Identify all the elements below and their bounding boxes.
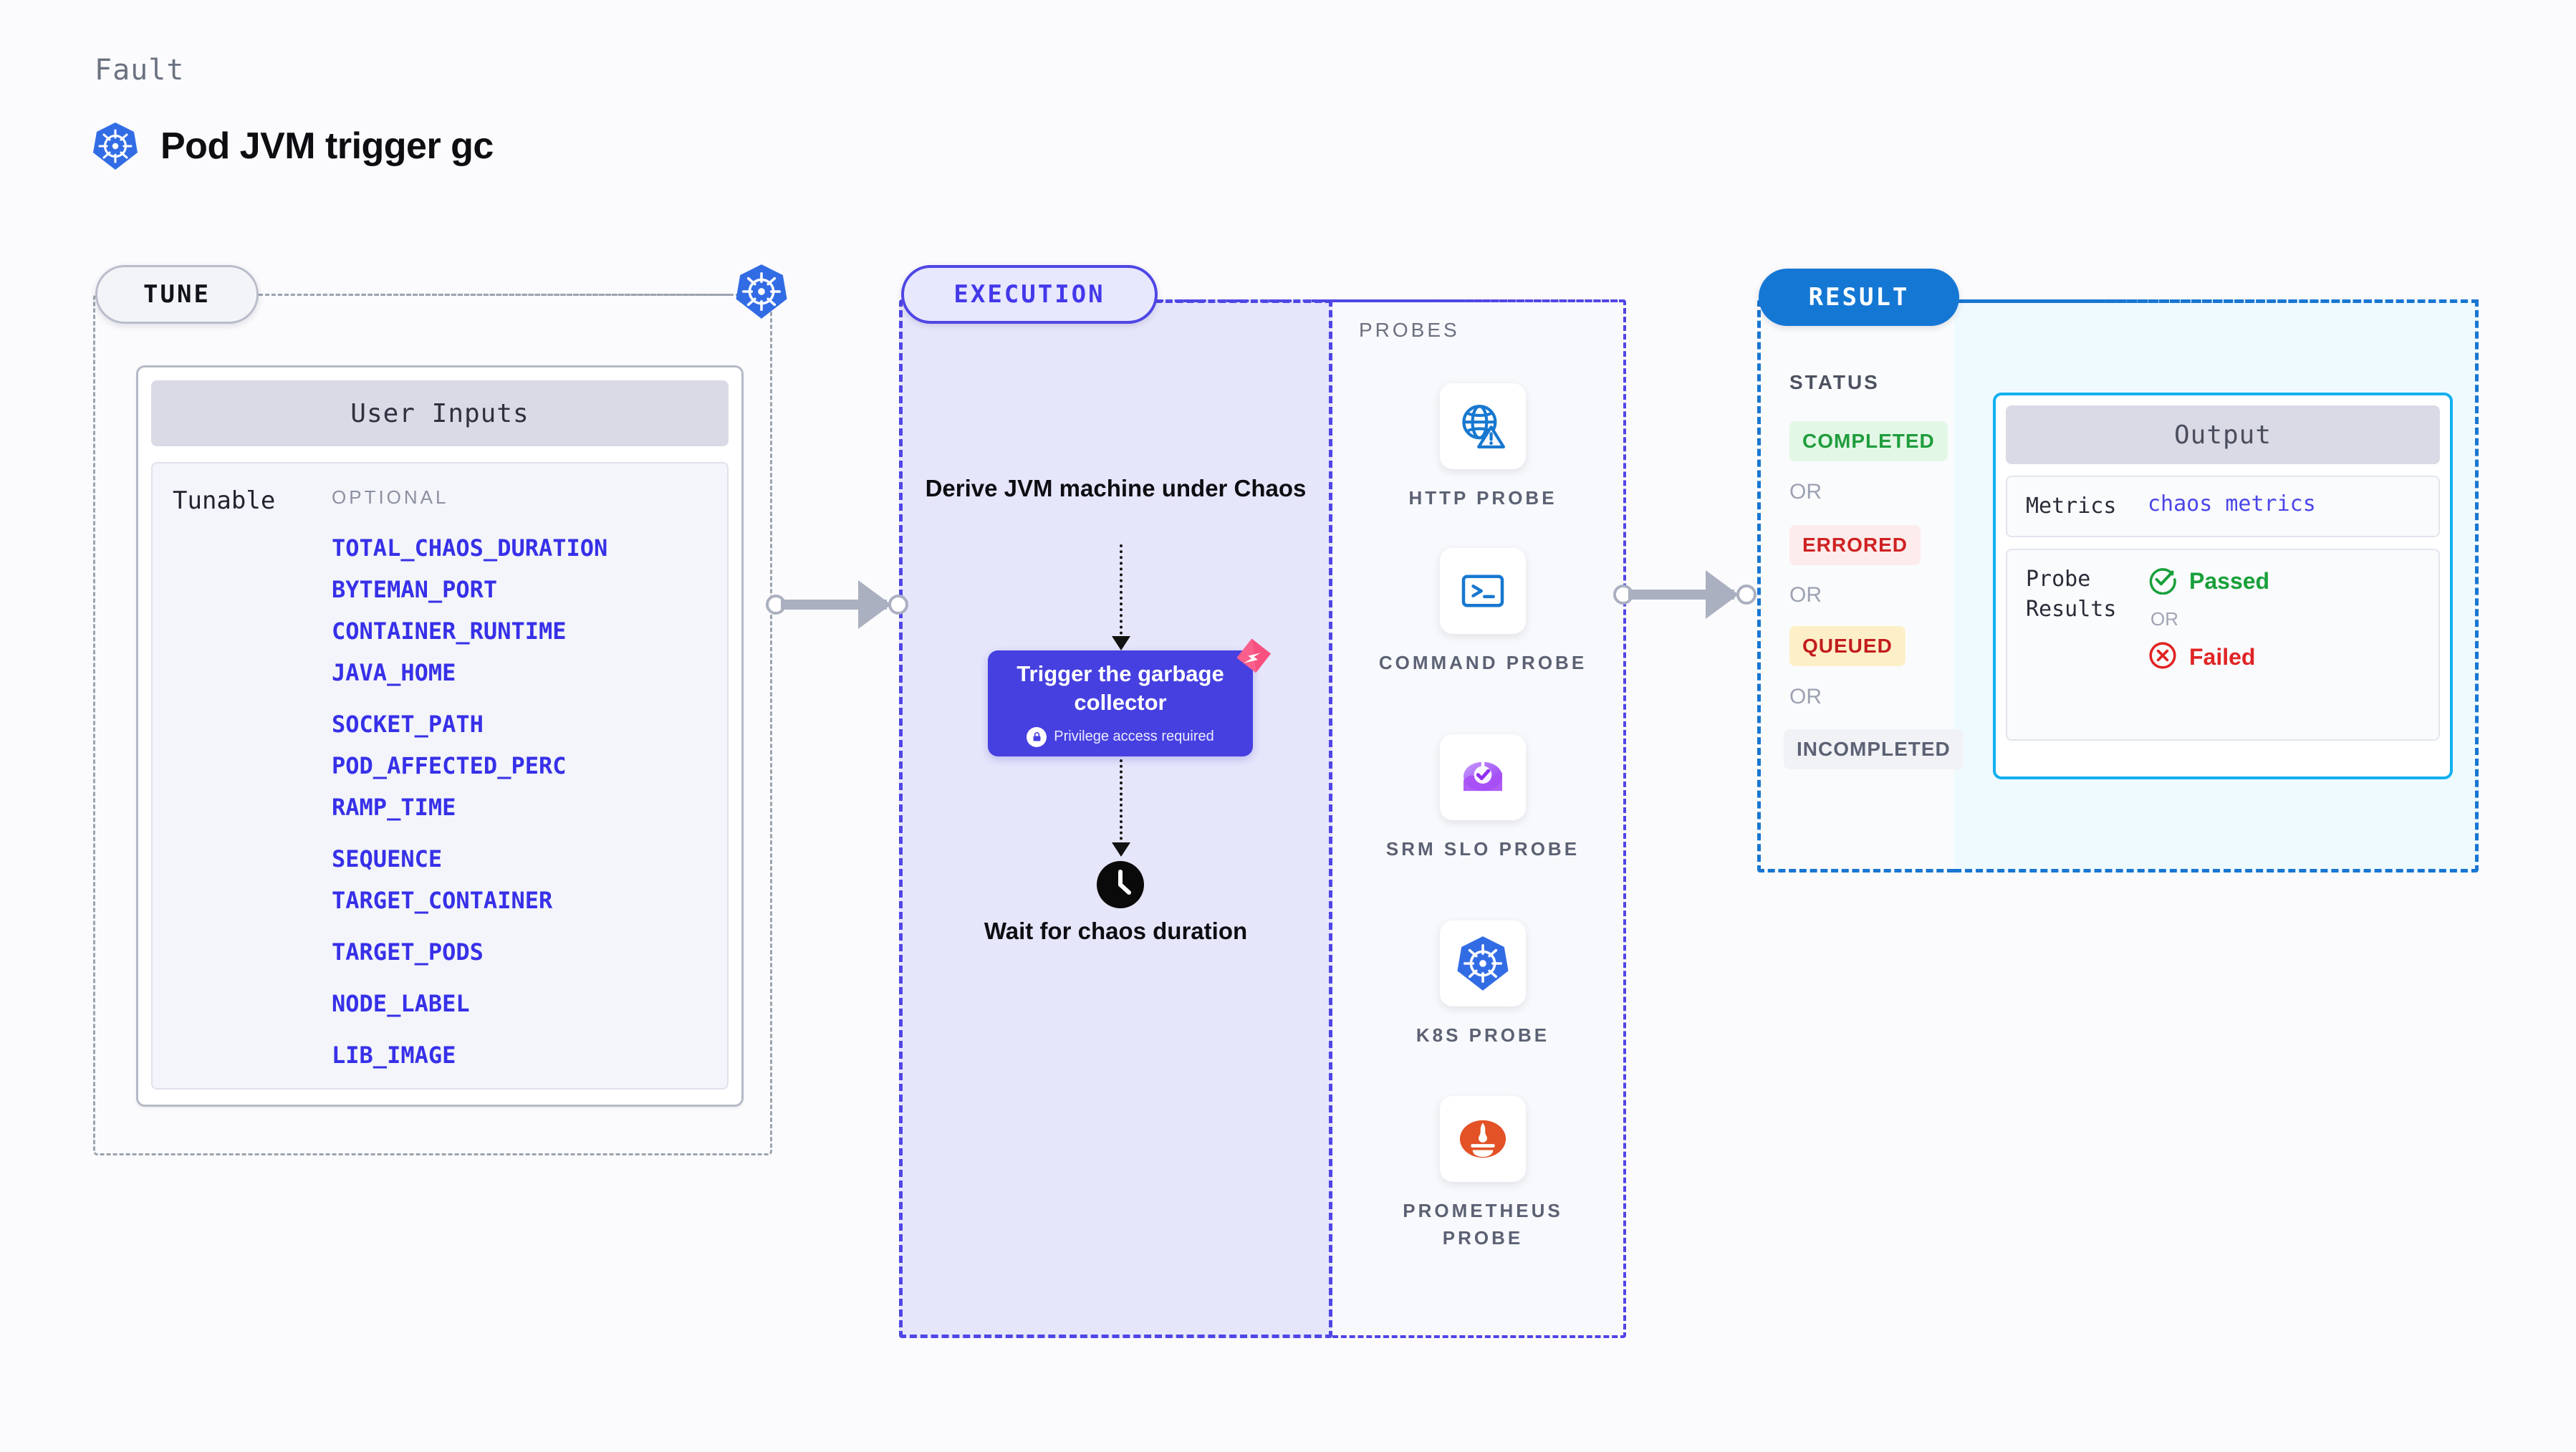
flow-line-derive-to-action [1120,544,1123,646]
probe-result-or: OR [2150,608,2178,630]
fault-kicker: Fault [95,54,185,87]
page-title-row: Pod JVM trigger gc [93,122,494,170]
kubernetes-icon [736,264,787,323]
probe-results-key: Probe Results [2026,567,2117,622]
param-sequence[interactable]: SEQUENCE [332,845,443,872]
execution-leader-line [1158,299,1625,302]
stage-pill-result[interactable]: RESULT [1759,269,1959,326]
result-leader-line [1959,299,2479,303]
output-metrics-row: Metrics chaos metrics [2006,476,2440,537]
status-or-3: OR [1789,685,1822,708]
page-title: Pod JVM trigger gc [160,125,494,167]
privilege-note: Privilege access required [1027,726,1214,747]
param-pod-affected-perc[interactable]: POD_AFFECTED_PERC [332,752,567,779]
output-title: Output [2006,405,2440,464]
param-java-home[interactable]: JAVA_HOME [332,659,456,686]
output-card: Output Metrics chaos metrics Probe Resul… [1993,393,2453,779]
probe-k8s[interactable]: K8S PROBE [1375,920,1590,1049]
param-byteman-port[interactable]: BYTEMAN_PORT [332,576,498,603]
status-badge-incompleted: INCOMPLETED [1784,729,1964,769]
param-total-chaos-duration[interactable]: TOTAL_CHAOS_DURATION [332,534,608,562]
param-ramp-time[interactable]: RAMP_TIME [332,794,456,821]
flow-arrow-down [1112,636,1130,650]
param-lib-image[interactable]: LIB_IMAGE [332,1042,456,1069]
probe-command-label: COMMAND PROBE [1378,652,1587,673]
result-status-container [1757,299,1954,872]
probe-command[interactable]: COMMAND PROBE [1375,548,1590,677]
probe-result-passed: Passed [2148,564,2269,598]
status-badge-errored: ERRORED [1789,525,1921,565]
tunable-label: Tunable [173,486,276,515]
kubernetes-icon [93,122,138,170]
connector-arrowhead [1706,570,1739,619]
connector-end-dot [888,595,908,615]
privilege-note-text: Privilege access required [1054,729,1214,745]
execution-step-wait: Wait for chaos duration [984,918,1248,944]
status-label: STATUS [1789,371,1880,393]
status-badge-completed: COMPLETED [1789,421,1948,461]
tunable-section: Tunable OPTIONAL TOTAL_CHAOS_DURATION BY… [151,462,729,1090]
probe-result-passed-label: Passed [2189,568,2270,594]
probe-result-failed-label: Failed [2189,644,2256,670]
terminal-icon [1440,548,1526,634]
kubernetes-icon [1440,920,1526,1006]
x-circle-icon [2148,640,2178,674]
probe-results-values: Passed OR Failed [2148,564,2269,725]
probe-prometheus[interactable]: PROMETHEUS PROBE [1375,1096,1590,1251]
metrics-value[interactable]: chaos metrics [2148,491,2316,516]
tunable-params-col: OPTIONAL TOTAL_CHAOS_DURATION BYTEMAN_PO… [332,486,727,1088]
probe-http[interactable]: HTTP PROBE [1375,383,1590,512]
probe-result-failed: Failed [2148,640,2269,674]
probe-srm-slo-label: SRM SLO PROBE [1385,838,1580,860]
execution-stage-container [899,299,1332,1338]
prometheus-icon [1440,1096,1526,1182]
clock-icon [1095,860,1145,913]
srm-slo-icon [1440,734,1526,820]
status-or-2: OR [1789,583,1822,607]
probes-label: PROBES [1359,319,1460,341]
flow-line-action-to-wait [1120,759,1123,851]
chaos-ribbon-icon [1229,633,1277,681]
flow-arrow-down-2 [1112,842,1130,857]
execution-step-derive: Derive JVM machine under Chaos [925,475,1307,501]
probe-http-label: HTTP PROBE [1408,487,1557,509]
stage-pill-execution[interactable]: EXECUTION [901,265,1158,324]
connector-end-dot [1736,585,1756,605]
execution-action-card[interactable]: Trigger the garbage collector Privilege … [988,650,1253,756]
param-container-runtime[interactable]: CONTAINER_RUNTIME [332,617,567,645]
globe-warning-icon [1440,383,1526,469]
status-badge-queued: QUEUED [1789,626,1905,666]
tunable-label-col: Tunable [153,486,332,1088]
param-target-pods[interactable]: TARGET_PODS [332,938,484,966]
lock-icon [1027,726,1047,747]
user-inputs-card: User Inputs Tunable OPTIONAL TOTAL_CHAOS… [136,365,744,1107]
check-circle-icon [2148,564,2178,598]
execution-action-title: Trigger the garbage collector [1017,661,1224,715]
output-probe-results-row: Probe Results Passed OR [2006,549,2440,741]
optional-label: OPTIONAL [332,486,449,508]
param-socket-path[interactable]: SOCKET_PATH [332,711,484,738]
metrics-key: Metrics [2026,494,2117,519]
status-or-1: OR [1789,480,1822,504]
probe-srm-slo[interactable]: SRM SLO PROBE [1375,734,1590,863]
connector-arrowhead [858,580,891,629]
param-node-label[interactable]: NODE_LABEL [332,990,470,1017]
probe-k8s-label: K8S PROBE [1416,1024,1550,1046]
tune-leader-line [259,294,731,296]
stage-pill-tune[interactable]: TUNE [95,265,259,324]
probe-prometheus-label: PROMETHEUS PROBE [1403,1200,1563,1249]
param-target-container[interactable]: TARGET_CONTAINER [332,887,553,914]
user-inputs-title: User Inputs [151,380,729,446]
